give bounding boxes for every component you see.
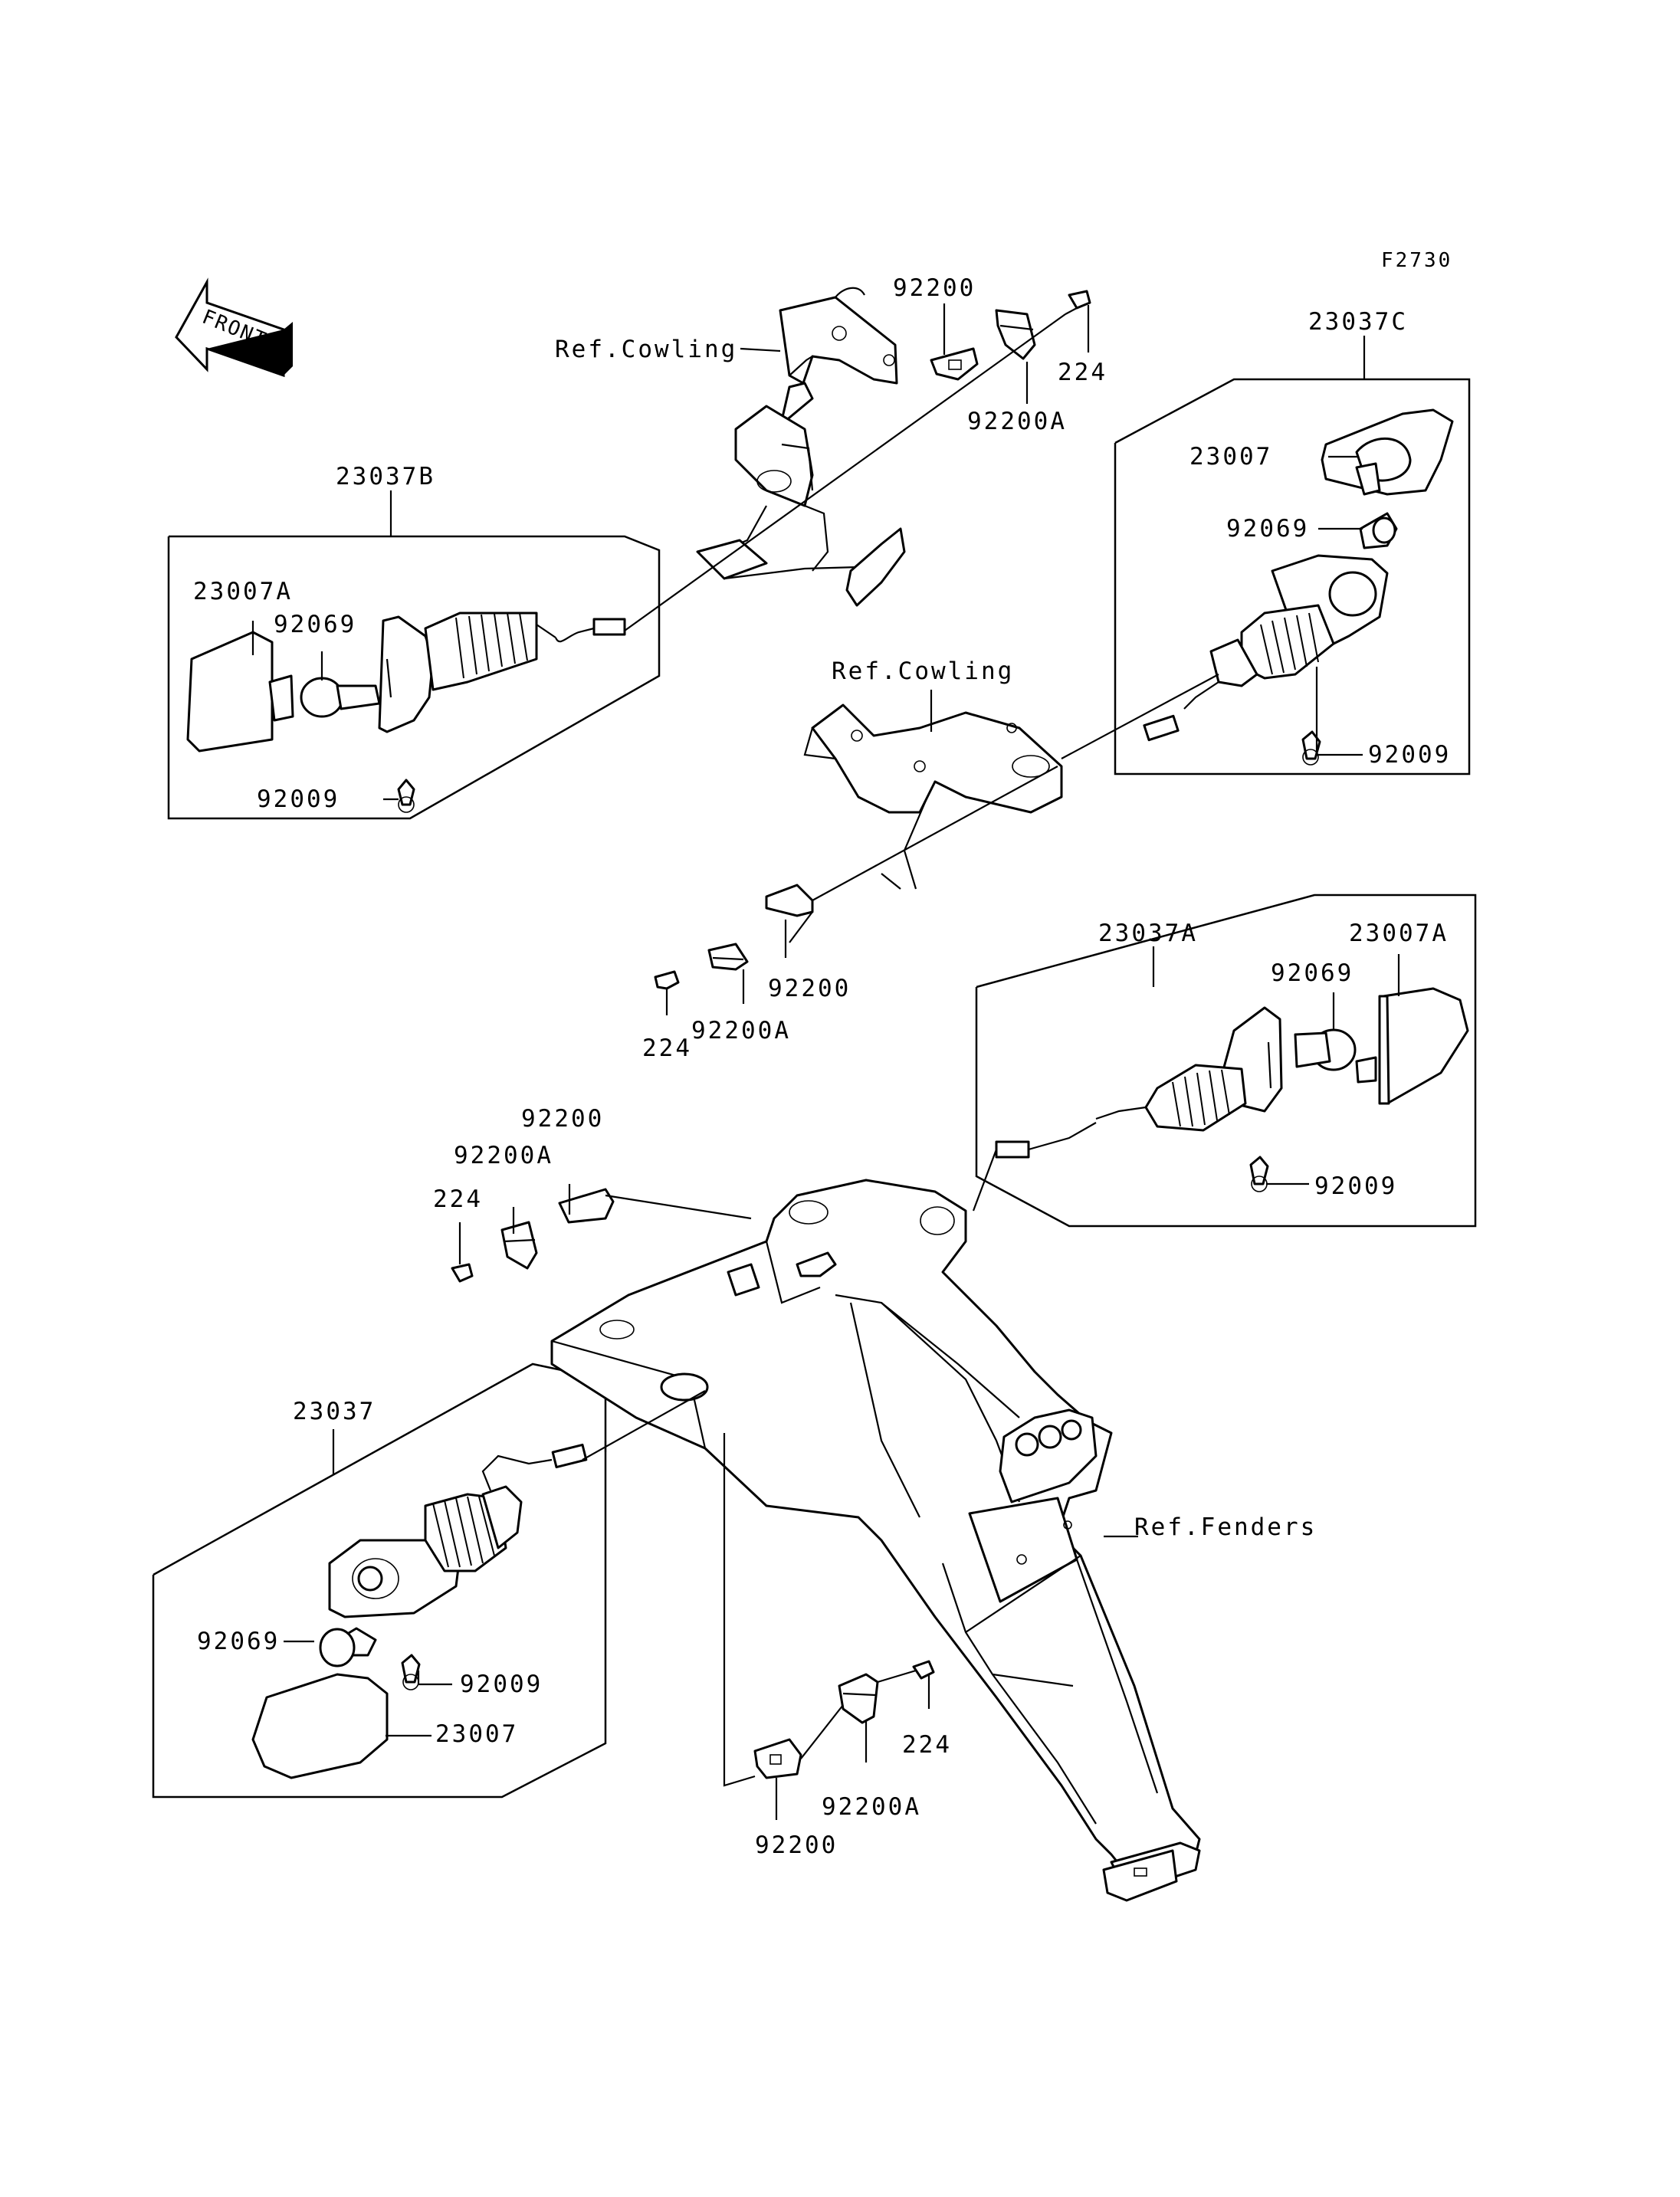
- label-ref-cowling-mid: Ref.Cowling: [832, 657, 1014, 685]
- label-23007a-right: 23007A: [1349, 920, 1449, 947]
- group-box-23037c: [1114, 378, 1471, 776]
- turn-signal-23037b: [186, 612, 626, 813]
- part-labels: Ref.Cowling 92200 92200A 224 23037C 2300…: [193, 274, 1451, 1859]
- label-224-bottom: 224: [902, 1731, 952, 1759]
- label-92200a-left: 92200A: [454, 1142, 553, 1169]
- label-92009-rear-right: 92009: [1314, 1172, 1397, 1200]
- label-ref-fenders: Ref.Fenders: [1134, 1513, 1317, 1541]
- label-224-left: 224: [433, 1185, 483, 1213]
- figure-code: F2730: [1381, 249, 1452, 272]
- group-box-23037a: [975, 894, 1477, 1228]
- damper-set-bottom: [753, 1660, 935, 1779]
- front-arrow-icon: FRONT: [175, 277, 293, 378]
- turn-signal-23037: [251, 1443, 588, 1779]
- label-92009-right: 92009: [1368, 741, 1451, 769]
- rear-fender: [550, 1179, 1201, 1902]
- turn-signal-23037c: [1143, 408, 1454, 766]
- label-ref-cowling-top: Ref.Cowling: [555, 336, 737, 363]
- label-92009-rear-left: 92009: [460, 1671, 543, 1698]
- label-224-top: 224: [1058, 359, 1107, 386]
- front-cowling-bracket-lower: [803, 703, 1063, 890]
- label-23037: 23037: [293, 1398, 376, 1425]
- label-92069-rear-left: 92069: [197, 1628, 280, 1655]
- label-92200-bottom: 92200: [755, 1831, 838, 1859]
- label-92200-top: 92200: [893, 274, 976, 302]
- damper-set-left: [451, 1188, 615, 1283]
- label-92069-rear-right: 92069: [1271, 959, 1354, 987]
- turn-signal-23037a: [995, 987, 1469, 1192]
- label-92200-left: 92200: [521, 1105, 604, 1133]
- label-23037a: 23037A: [1098, 920, 1198, 947]
- group-box-23037: [152, 1362, 607, 1799]
- label-92069-right: 92069: [1226, 515, 1309, 543]
- label-92200-mid: 92200: [768, 975, 851, 1002]
- label-23007a-left: 23007A: [193, 578, 293, 605]
- group-box-23037b: [167, 535, 661, 820]
- damper-set-middle: [654, 884, 814, 990]
- front-cowling-bracket-upper: [696, 287, 906, 607]
- label-92200a-bottom: 92200A: [822, 1793, 921, 1821]
- label-23037c: 23037C: [1308, 308, 1408, 336]
- label-23007-left: 23007: [435, 1720, 518, 1748]
- label-92069-left: 92069: [274, 611, 356, 638]
- damper-set-top: [930, 290, 1091, 381]
- label-23037b: 23037B: [336, 463, 435, 490]
- label-224-mid: 224: [642, 1035, 692, 1062]
- label-23007-right: 23007: [1189, 443, 1272, 471]
- leader-lines: [251, 303, 1400, 1820]
- label-92200a-mid: 92200A: [691, 1017, 791, 1044]
- label-92009-left: 92009: [257, 785, 340, 813]
- label-92200a-top: 92200A: [967, 408, 1067, 435]
